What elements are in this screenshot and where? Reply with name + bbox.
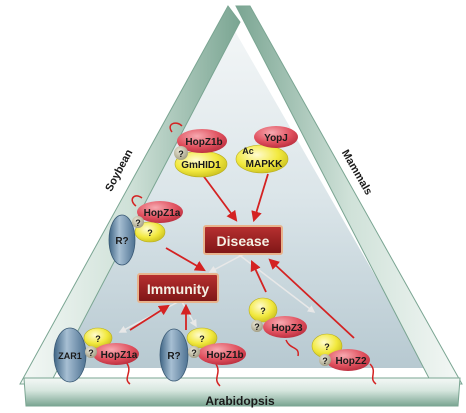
arabidopsis-label: Arabidopsis [205, 394, 275, 408]
inner-triangle [54, 26, 428, 368]
receptor-r-bottom: R? [159, 328, 189, 382]
hopz2-complex: HopZ2 ? ? [311, 333, 377, 385]
yopj-mapkk-complex: YopJ Ac MAPKK [235, 126, 298, 174]
hopz1b-bottom-label: HopZ1b [206, 350, 243, 361]
yopj-label: YopJ [264, 133, 288, 144]
hopz1b-gmhid1-complex: HopZ1b ? GmHID1 [169, 122, 228, 178]
receptor-r-top: R? [108, 214, 136, 266]
mapkk-label: MAPKK [246, 159, 283, 170]
question-mark-b: ? [147, 228, 153, 238]
question-mark-g: ? [199, 334, 205, 344]
mammals-bar [235, 5, 463, 385]
question-mark-c: ? [260, 306, 266, 316]
question-mark-i: ? [324, 342, 330, 352]
hopz1a-top-complex: HopZ1a ? ? [131, 195, 183, 243]
receptor-zar1: ZAR1 [53, 327, 87, 383]
hopz1a-bottom-label: HopZ1a [101, 350, 138, 361]
hopz1b-bottom-complex: HopZ1b ? ? [186, 327, 246, 387]
question-mark-a: ? [135, 218, 141, 228]
immunity-label: Immunity [147, 281, 209, 297]
question-mark-f: ? [88, 348, 94, 358]
hopz3-complex: HopZ3 ? ? [248, 297, 307, 357]
ac-label: Ac [242, 146, 254, 156]
arabidopsis-bar [23, 377, 461, 407]
disease-box: Disease [203, 225, 283, 255]
hopz1b-top-label: HopZ1b [185, 137, 222, 148]
immunity-box: Immunity [137, 273, 219, 303]
hopz1a-bottom-complex: HopZ1a ? ? [83, 327, 139, 385]
question-mark-d: ? [254, 322, 260, 332]
disease-label: Disease [217, 233, 270, 249]
question-mark-gmhid1: ? [178, 149, 184, 159]
question-mark-e: ? [95, 334, 101, 344]
gmhid1-label: GmHID1 [181, 160, 221, 171]
r-bottom-label: R? [167, 351, 180, 362]
red-arrows [129, 173, 355, 339]
question-mark-j: ? [322, 356, 328, 366]
hopz1a-top-label: HopZ1a [144, 208, 181, 219]
zar1-label: ZAR1 [58, 351, 82, 361]
question-mark-h: ? [191, 348, 197, 358]
hopz2-label: HopZ2 [335, 356, 367, 367]
r-top-label: R? [115, 236, 128, 247]
hopz3-label: HopZ3 [271, 323, 303, 334]
